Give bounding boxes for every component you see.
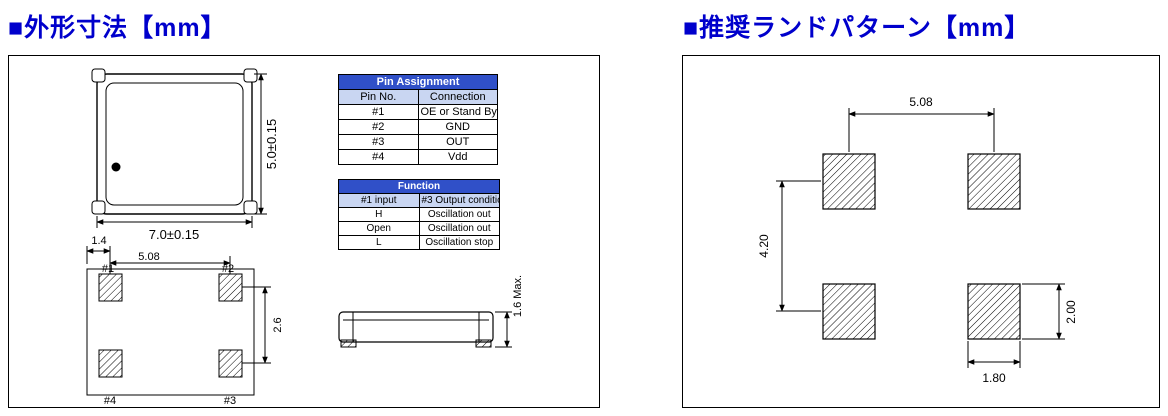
- pin-no-header: Pin No.: [338, 89, 419, 105]
- table-row: #1 OE or Stand By: [338, 104, 498, 120]
- dim-package-height: 5.0±0.15: [254, 73, 279, 215]
- table-header-row: Pin Assignment: [338, 74, 498, 90]
- connection-cell: Vdd: [417, 149, 498, 165]
- pin-no-cell: #3: [338, 134, 419, 150]
- output-condition-header: #3 Output condition: [418, 193, 500, 208]
- connection-header: Connection: [417, 89, 498, 105]
- dim-land-pitch-x-label: 5.08: [909, 95, 933, 109]
- corner-castellation: [91, 200, 106, 215]
- table-header-row: Function: [338, 179, 500, 194]
- input-header: #1 input: [338, 193, 420, 208]
- land-pads: [822, 153, 1021, 340]
- dim-package-width: 7.0±0.15: [96, 216, 253, 242]
- dim-thickness: 1.6 Max.: [495, 275, 524, 348]
- dim-pad-pitch-label: 5.08: [138, 251, 159, 263]
- pad-2: [218, 273, 243, 302]
- pin1-marker-dot: [111, 162, 121, 172]
- pad-1: [98, 273, 123, 302]
- pin-table-title: Pin Assignment: [338, 74, 498, 90]
- condition-cell: Oscillation out: [418, 207, 500, 222]
- pad-3-label: #3: [224, 395, 236, 407]
- connection-cell: OUT: [417, 134, 498, 150]
- dim-thickness-label: 1.6 Max.: [512, 275, 524, 317]
- function-table: Function #1 input #3 Output condition H …: [338, 179, 500, 250]
- input-cell: Open: [338, 221, 420, 236]
- dim-land-pad-width: 1.80: [967, 341, 1021, 385]
- side-terminal-left: [340, 339, 357, 348]
- corner-castellation: [243, 68, 258, 83]
- section-title-land-pattern: ■推奨ランドパターン【mm】: [683, 14, 1031, 42]
- input-cell: L: [338, 235, 420, 250]
- table-row: H Oscillation out: [338, 207, 500, 222]
- land-pad-top-left: [822, 153, 876, 210]
- outline-dimensions-panel: 7.0±0.15 5.0±0.15 #1 #2 #4 #3 1.4: [8, 55, 600, 408]
- dim-land-pad-height: 2.00: [1022, 283, 1078, 340]
- land-pad-bottom-right: [967, 283, 1021, 340]
- table-row: #2 GND: [338, 119, 498, 135]
- input-cell: H: [338, 207, 420, 222]
- dim-pad-pitch: 5.08: [109, 251, 231, 274]
- dim-land-pitch-y: 4.20: [757, 180, 821, 312]
- dim-pad-row-gap: 2.6: [242, 286, 284, 364]
- land-pattern-svg: 5.08 4.20 2.00 1.80: [757, 95, 1078, 385]
- land-pad-top-right: [967, 153, 1021, 210]
- table-subheader-row: #1 input #3 Output condition: [338, 193, 500, 208]
- corner-castellation: [91, 68, 106, 83]
- dim-pad-offset-label: 1.4: [91, 235, 106, 247]
- connection-cell: GND: [417, 119, 498, 135]
- outline-drawing-svg: 7.0±0.15 5.0±0.15 #1 #2 #4 #3 1.4: [86, 68, 524, 407]
- pin-no-cell: #2: [338, 119, 419, 135]
- table-subheader-row: Pin No. Connection: [338, 89, 498, 105]
- package-top-view: [91, 68, 258, 215]
- corner-castellation: [243, 200, 258, 215]
- table-row: #3 OUT: [338, 134, 498, 150]
- table-row: #4 Vdd: [338, 149, 498, 165]
- pad-3: [218, 349, 243, 378]
- connection-cell: OE or Stand By: [417, 104, 498, 120]
- dim-pad-offset: 1.4: [86, 235, 111, 274]
- condition-cell: Oscillation out: [418, 221, 500, 236]
- function-table-title: Function: [338, 179, 500, 194]
- pin-no-cell: #1: [338, 104, 419, 120]
- dim-pad-row-gap-label: 2.6: [272, 317, 284, 332]
- condition-cell: Oscillation stop: [418, 235, 500, 250]
- side-terminal-right: [475, 339, 492, 348]
- package-side-view: [338, 311, 494, 348]
- land-pattern-panel: 5.08 4.20 2.00 1.80: [682, 55, 1160, 408]
- pin-no-cell: #4: [338, 149, 419, 165]
- land-pad-bottom-left: [822, 283, 876, 340]
- pad-4-label: #4: [104, 395, 116, 407]
- table-row: Open Oscillation out: [338, 221, 500, 236]
- dim-width-label: 7.0±0.15: [149, 227, 200, 242]
- dim-height-label: 5.0±0.15: [264, 119, 279, 170]
- dim-land-pitch-x: 5.08: [848, 95, 995, 152]
- dim-land-pad-height-label: 2.00: [1064, 300, 1078, 324]
- dim-land-pitch-y-label: 4.20: [757, 234, 771, 258]
- pad-1-label: #1: [102, 263, 114, 275]
- pad-4: [98, 349, 123, 378]
- section-title-outline-dimensions: ■外形寸法【mm】: [8, 14, 227, 42]
- table-row: L Oscillation stop: [338, 235, 500, 250]
- pad-2-label: #2: [222, 263, 234, 275]
- pin-assignment-table: Pin Assignment Pin No. Connection #1 OE …: [338, 74, 498, 165]
- dim-land-pad-width-label: 1.80: [982, 371, 1006, 385]
- package-bottom-view: #1 #2 #4 #3: [86, 263, 255, 407]
